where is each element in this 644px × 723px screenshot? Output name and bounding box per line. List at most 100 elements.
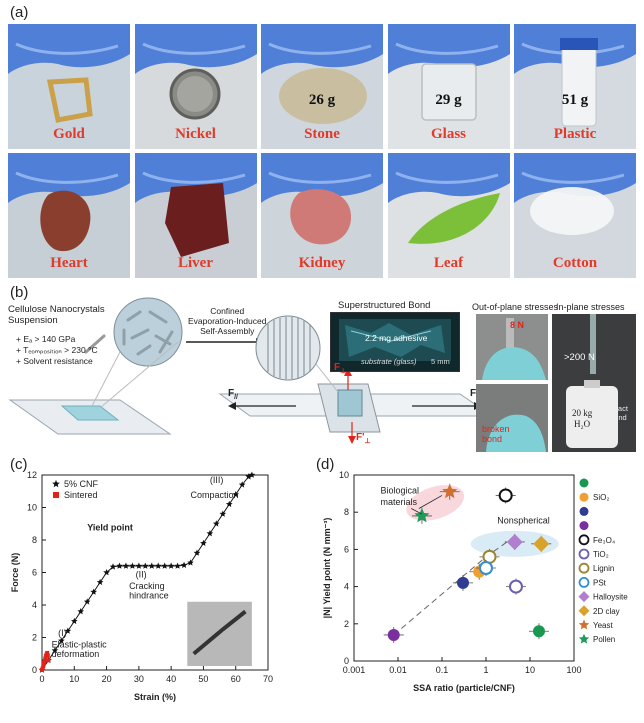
data-point [532,625,545,638]
substrate-label: substrate (glass) [361,357,417,366]
adhesive-schematic-panel: Cellulose Nanocrystals Suspension + Eₐ >… [0,282,644,462]
y-tick-label: 10 [27,503,37,513]
annotation-pointer [411,508,423,515]
x-tick-label: 0.001 [343,665,366,675]
chart-annotation: Nonspherical [497,515,550,525]
data-point-sintered [43,656,48,661]
tile-name-gold: Gold [53,126,85,142]
force-normal-down: F'⊥ [356,432,371,445]
process-label: Confined Evaporation-Induced Self-Assemb… [188,306,267,336]
data-point-cnf [206,530,214,537]
y-tick-label: 4 [344,582,349,592]
tile-name-cotton: Cotton [552,255,598,271]
in-plane-force: >200 N [564,352,595,363]
panel-label-c: (c) [10,456,28,473]
y-tick-label: 2 [32,633,37,643]
data-point-cnf [64,627,72,634]
y-tick-label: 10 [339,470,349,480]
bond-area [337,389,363,417]
data-point [533,535,550,552]
legend-label: PSt [593,578,607,587]
photo-tile-liver: Liver [134,153,257,278]
chart-annotation: (II) [136,569,147,579]
chart-annotation: Compaction [191,490,239,500]
data-point-cnf [180,561,188,568]
bond-title: Superstructured Bond [338,300,431,311]
data-point-sintered [45,653,50,658]
data-point-cnf [238,481,246,488]
property-2: + Tₑₒₘₚₒₛᵢₜᵢₒₙ > 230 °C [16,345,98,355]
legend-marker [579,478,589,488]
tile-mass-glass: 29 g [435,92,462,108]
data-point [479,561,493,575]
weight-label: 20 kg H₂O [572,408,593,429]
tile-mass-plastic: 51 g [561,92,589,108]
chart-annotation: deformation [52,649,100,659]
x-tick-label: 0 [39,674,44,684]
y-axis-label: Force (N) [10,553,20,593]
property-3: + Solvent resistance [16,356,93,366]
legend-marker [578,562,590,574]
y-tick-label: 8 [344,507,349,517]
data-point-cnf [245,473,252,480]
broken-bond-label: broken bond [482,424,510,444]
chart-annotation: Elastic-plastic [52,639,108,649]
tile-name-liver: Liver [178,255,213,271]
out-of-plane-photo-bottom: broken bond [476,384,548,452]
data-point [387,628,400,641]
legend-marker [578,633,590,644]
legend-label: 2D clay [593,607,620,616]
chart-annotation: Biological [380,486,419,496]
y-tick-label: 0 [344,656,349,666]
legend-label: Lignin [593,564,614,573]
series-line-cnf [41,474,253,671]
scale-label: 5 mm [431,357,450,366]
nanocrystal-magnifier [113,297,183,367]
x-tick-label: 50 [198,674,208,684]
data-point-cnf [58,637,65,644]
legend-marker [578,577,590,588]
photo-tile-leaf: Leaf [387,153,510,278]
data-point-cnf [71,617,78,625]
x-tick-label: 1 [483,665,488,675]
x-tick-label: 20 [102,674,112,684]
legend-marker [579,521,589,531]
photo-tile-nickel: Nickel [134,24,257,149]
data-point-sintered [46,658,51,663]
panel-label-d: (d) [316,456,335,473]
intact-bond-label: intact bond [610,404,628,422]
data-point-cnf [116,562,123,569]
x-tick-label: 100 [566,665,581,675]
chart-annotation: Cracking [129,581,165,591]
data-point-cnf [90,588,97,595]
plot-frame [353,474,575,662]
legend-label: Sintered [64,490,98,500]
tile-name-glass: Glass [430,126,466,142]
x-tick-label: 0.1 [436,665,449,675]
data-point-cnf [154,562,162,569]
data-point [414,507,430,523]
legend-label: SiO₂ [593,493,609,502]
data-point-cnf [187,559,194,566]
bond-photo: 2.2 mg adhesive substrate (glass) 5 mm [330,312,460,372]
chart-annotation: Yield point [87,522,133,532]
data-point-sintered [42,659,47,664]
data-point-cnf [51,647,59,654]
data-point-cnf [135,562,143,569]
data-point-cnf [213,520,220,527]
y-tick-label: 2 [344,619,349,629]
tile-name-kidney: Kidney [298,255,346,271]
x-tick-label: 10 [525,665,535,675]
chart-annotation: materials [380,497,417,507]
legend-label: Yeast [593,621,614,630]
legend-marker [578,548,590,560]
data-point-cnf [225,500,233,508]
y-tick-label: 4 [32,600,37,610]
force-normal-up: F⊥ [334,362,347,375]
tile-name-nickel: Nickel [175,126,216,142]
trend-line [393,541,508,636]
suspension-title: Cellulose Nanocrystals Suspension [8,304,105,326]
x-axis-label: Strain (%) [134,692,176,702]
nanocrystal-rods [122,310,174,356]
x-tick-label: 70 [263,674,273,684]
